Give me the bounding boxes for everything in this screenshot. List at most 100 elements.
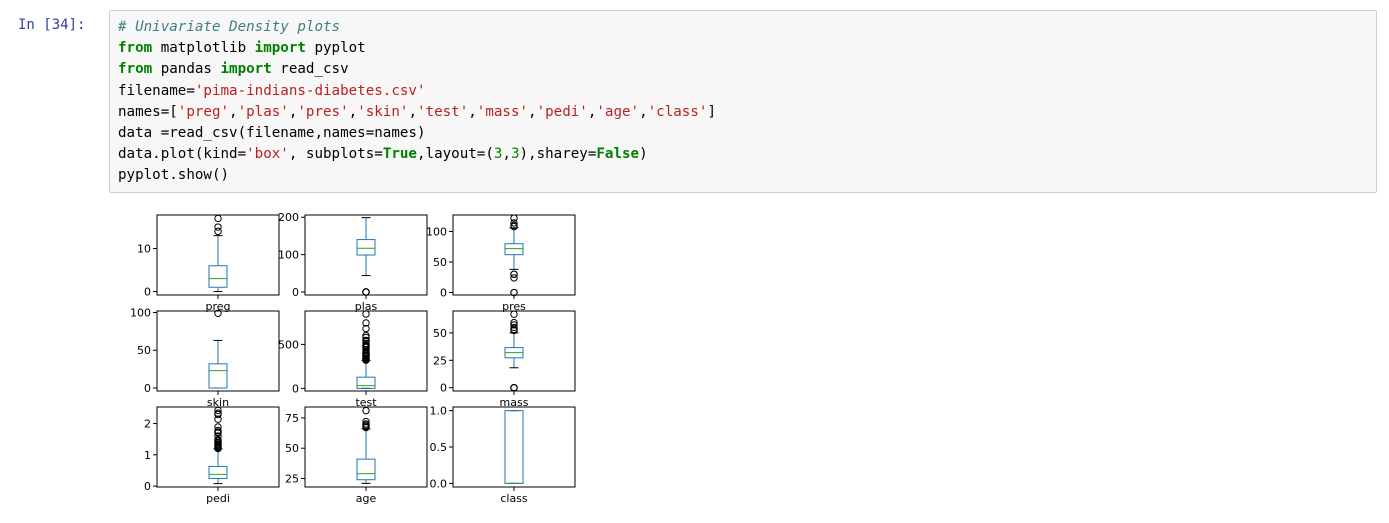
- y-tick-label: 100: [130, 307, 151, 320]
- flier-point: [362, 331, 370, 340]
- code-token: ,layout=(: [416, 146, 494, 163]
- code-token: matplotlib: [152, 40, 255, 57]
- y-tick-label: 25: [285, 473, 299, 486]
- flier-point: [510, 270, 518, 278]
- x-tick-label: pres: [502, 300, 526, 313]
- x-tick-label: class: [500, 492, 528, 505]
- code-token: filename=: [118, 82, 195, 99]
- y-tick-label: 500: [278, 338, 299, 351]
- flier-point: [214, 423, 222, 431]
- flier-point: [362, 319, 370, 327]
- flier-point: [362, 420, 370, 428]
- y-tick-label: 75: [285, 412, 299, 425]
- flier-point: [362, 288, 370, 296]
- y-tick-label: 100: [278, 249, 299, 262]
- flier-point: [214, 227, 222, 236]
- code-token: pyplot: [305, 40, 366, 57]
- code-token: 3: [493, 146, 503, 163]
- code-token: ,: [528, 103, 537, 120]
- code-token: 3: [510, 146, 520, 163]
- code-token: 'pima-indians-diabetes.csv': [194, 82, 426, 99]
- code-line: names=['preg','plas','pres','skin','test…: [118, 102, 1376, 123]
- y-tick-label: 25: [433, 354, 447, 367]
- code-token: 'skin': [357, 103, 409, 120]
- code-token: ,: [502, 146, 511, 163]
- x-tick-label: test: [355, 396, 377, 409]
- code-token: ,: [468, 103, 477, 120]
- x-tick-label: plas: [355, 300, 378, 313]
- x-tick-label: preg: [205, 300, 230, 313]
- code-line: filename='pima-indians-diabetes.csv': [118, 81, 1376, 102]
- y-tick-label: 0: [144, 480, 151, 493]
- code-token: from: [118, 40, 153, 57]
- x-tick-label: age: [356, 492, 377, 505]
- code-token: 'box': [246, 146, 289, 163]
- y-tick-label: 100: [426, 225, 447, 238]
- flier-point: [214, 309, 222, 317]
- axes-frame: [452, 310, 576, 392]
- code-line: from matplotlib import pyplot: [118, 38, 1376, 59]
- code-token: True: [382, 146, 417, 163]
- code-token: ,: [587, 103, 597, 120]
- flier-point: [362, 324, 370, 333]
- code-token: ),sharey=: [519, 146, 597, 163]
- code-cell-editor[interactable]: # Univariate Density plots from matplotli…: [109, 10, 1377, 193]
- code-line: pyplot.show(): [118, 165, 1376, 186]
- code-token: # Univariate Density plots: [118, 19, 341, 35]
- box-iqr: [208, 363, 228, 389]
- y-tick-label: 0: [144, 286, 151, 299]
- code-token: ,: [408, 103, 417, 120]
- code-lines: # Univariate Density plots from matplotli…: [118, 17, 1376, 187]
- box-iqr: [356, 376, 376, 389]
- axes-frame: [452, 406, 576, 488]
- code-token: data.plot(kind=: [118, 146, 247, 163]
- flier-point: [362, 417, 370, 426]
- box-iqr: [504, 243, 524, 256]
- y-tick-label: 50: [137, 344, 151, 357]
- code-token: ]: [707, 103, 716, 120]
- flier-point: [510, 321, 518, 329]
- y-tick-label: 200: [278, 211, 299, 224]
- x-tick-label: skin: [207, 396, 229, 409]
- flier-point: [214, 214, 222, 223]
- code-token: ,: [639, 103, 648, 120]
- code-token: import: [220, 61, 272, 78]
- flier-point: [510, 274, 518, 282]
- code-token: from: [118, 61, 153, 78]
- code-token: 'test': [416, 103, 469, 120]
- code-token: 'class': [647, 103, 708, 120]
- y-tick-label: 0.0: [430, 477, 448, 490]
- y-tick-label: 0: [440, 382, 447, 395]
- box-iqr: [504, 410, 524, 484]
- y-tick-label: 2: [144, 418, 151, 431]
- box-iqr: [356, 458, 376, 481]
- y-tick-label: 0: [292, 382, 299, 395]
- code-token: False: [596, 146, 640, 163]
- flier-point: [214, 409, 222, 417]
- code-token: ,: [348, 103, 358, 120]
- flier-point: [510, 221, 518, 230]
- flier-point: [510, 323, 518, 332]
- code-token: 'plas': [237, 103, 289, 120]
- code-token: 'pedi': [536, 103, 588, 120]
- code-token: , subplots=: [288, 146, 383, 163]
- flier-point: [510, 214, 518, 222]
- code-token: 'age': [596, 103, 640, 120]
- code-line: data =read_csv(filename,names=names): [118, 123, 1376, 144]
- y-tick-label: 0.5: [430, 441, 448, 454]
- box-iqr: [356, 239, 376, 256]
- flier-point: [214, 432, 222, 440]
- box-iqr: [208, 265, 228, 288]
- y-tick-label: 1.0: [430, 405, 448, 418]
- code-line: # Univariate Density plots: [118, 17, 1376, 38]
- y-tick-label: 0: [144, 382, 151, 395]
- code-token: ,: [288, 103, 298, 120]
- code-token: import: [254, 40, 306, 57]
- y-tick-label: 50: [433, 256, 447, 269]
- y-tick-label: 50: [285, 442, 299, 455]
- x-tick-label: mass: [500, 396, 529, 409]
- y-tick-label: 0: [440, 287, 447, 300]
- code-token: names=[: [118, 103, 178, 120]
- code-token: ,: [229, 103, 238, 120]
- code-token: 'preg': [177, 103, 230, 120]
